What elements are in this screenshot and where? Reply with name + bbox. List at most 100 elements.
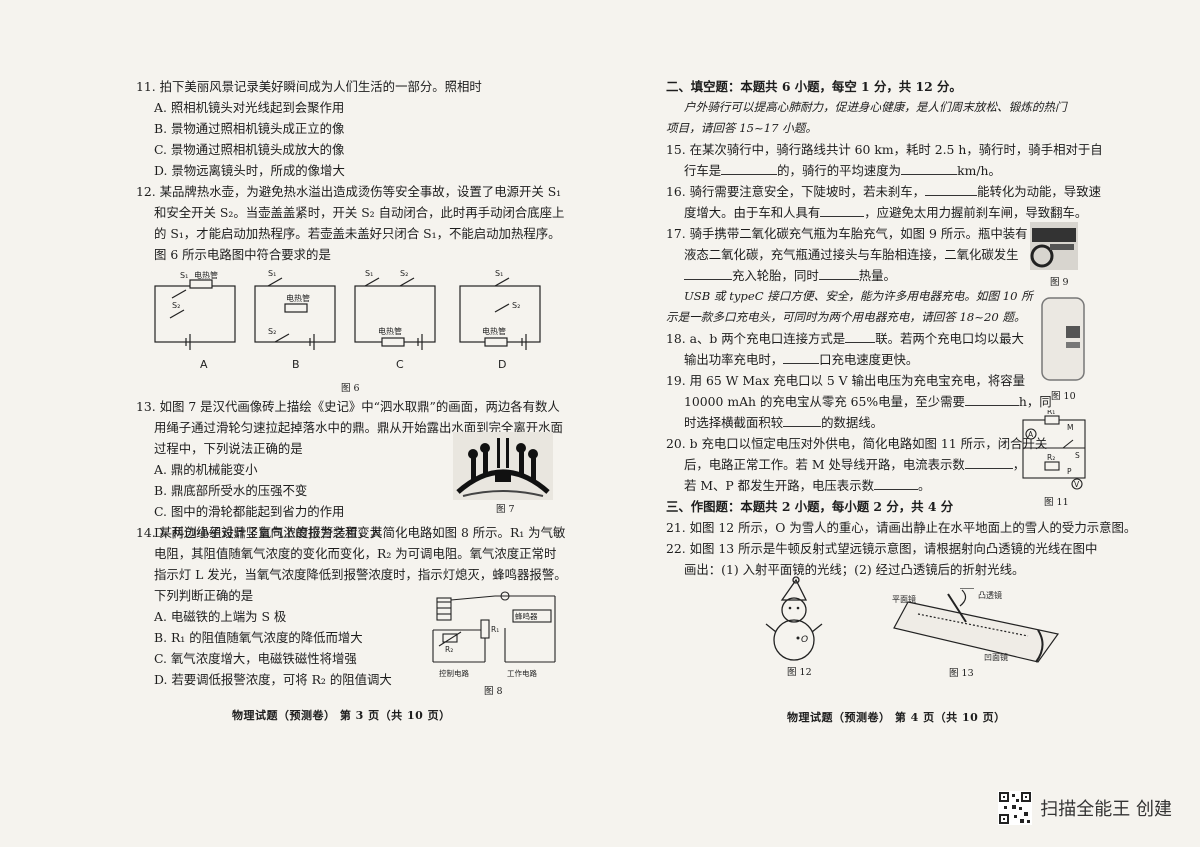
fig8-buzzer: 蜂鸣器	[515, 611, 538, 621]
q20-blank-2[interactable]	[873, 489, 918, 490]
figure-7-image	[453, 432, 553, 500]
q14-line-3: 指示灯 L 发光，当氧气浓度降低到报警浓度时，指示灯熄灭，蜂鸣器报警。	[154, 567, 567, 582]
q19-blank-2[interactable]	[783, 426, 822, 427]
q16-text-d: ，应避免太用力握前刹车闸，导致翻车。	[864, 205, 1088, 220]
q13-option-b: B. 鼎底部所受水的压强不变	[154, 483, 308, 498]
fig6-c-s1: S₁	[365, 269, 373, 278]
q14-line-4: 下列判断正确的是	[154, 588, 254, 603]
q15-text-b: 的，骑行的平均速度为	[777, 163, 902, 178]
fig11-v: V	[1074, 480, 1080, 489]
figure-12-snowman: O	[765, 576, 823, 661]
fig6-b-s2: S₂	[268, 327, 276, 336]
fig13-convex-lens: 凸透镜	[978, 590, 1002, 600]
fig6-choice-a: A	[200, 358, 208, 371]
q22-line-1: 22. 如图 13 所示是牛顿反射式望远镜示意图，请根据射向凸透镜的光线在图中	[666, 541, 1098, 556]
intro-2-line-1: USB 或 typeC 接口方便、安全，能为许多用电器充电。如图 10 所	[684, 289, 1033, 303]
fig11-a: A	[1028, 430, 1034, 439]
q17-line-1: 17. 骑手携带二氧化碳充气瓶为车胎充气，如图 9 所示。瓶中装有	[666, 226, 1028, 241]
fig13-plane-mirror: 平面镜	[892, 594, 916, 604]
fig6-choice-b: B	[292, 358, 300, 371]
q19-text-a: 10000 mAh 的充电宝从零充 65%电量，至少需要	[684, 394, 965, 409]
fig11-r2: R₂	[1047, 453, 1055, 462]
q19-text-d: 的数据线。	[821, 415, 884, 430]
q16-text-b: 能转化为动能，导致速	[977, 184, 1101, 199]
q15-line-1: 15. 在某次骑行中，骑行路线共计 60 km，耗时 2.5 h，骑行时，骑手相…	[666, 142, 1103, 157]
q18-text-b: 联。若两个充电口均以最大	[875, 331, 1024, 346]
fig8-control-circuit: 控制电路	[439, 668, 469, 678]
fig12-center-o: O	[801, 635, 808, 645]
q18-blank-2[interactable]	[783, 363, 820, 364]
figure-8-circuit: 蜂鸣器 R₁ R₂ 控制电路 工作电路	[432, 591, 556, 678]
fig6-caption: 图 6	[341, 383, 360, 394]
q15-text-a: 行车是	[684, 163, 722, 178]
q14-line-1: 14. 某科创小组设计了氧气浓度报警装置，其简化电路如图 8 所示。R₁ 为气敏	[136, 525, 566, 540]
fig6-c-heater: 电热管	[378, 326, 402, 336]
figure-13-telescope: 平面镜 凸透镜 凹面镜	[892, 588, 1060, 663]
q20-text-d: 。	[917, 478, 931, 493]
q20-line-2: 后，电路正常工作。若 M 处导线开路，电流表示数，	[666, 454, 1176, 475]
q16-blank-1[interactable]	[925, 195, 978, 196]
fig8-caption: 图 8	[484, 686, 503, 697]
q14-option-d: D. 若要调低报警浓度，可将 R₂ 的阻值调大	[154, 672, 392, 687]
q15-blank-1[interactable]	[721, 174, 778, 175]
fig13-caption: 图 13	[949, 668, 974, 679]
section-3-heading: 三、作图题：本题共 2 小题，每小题 2 分，共 4 分	[666, 499, 954, 514]
fig6-d-s2: S₂	[512, 301, 520, 310]
left-page: 11. 拍下美丽风景记录美好瞬间成为人们生活的一部分。照相时 A. 照相机镜头对…	[136, 79, 565, 262]
q16-text-c: 度增大。由于车和人具有	[684, 205, 821, 220]
fig6-d-s1: S₁	[495, 269, 503, 278]
q19-blank-1[interactable]	[964, 405, 1019, 406]
fig11-caption: 图 11	[1044, 497, 1069, 508]
q14-option-a: A. 电磁铁的上端为 S 极	[154, 609, 287, 624]
fig6-choice-d: D	[498, 358, 506, 371]
q18-text-a: 18. a、b 两个充电口连接方式是	[666, 331, 846, 346]
fig9-caption: 图 9	[1050, 277, 1069, 288]
q12-line-1: 12. 某品牌热水壶，为避免热水溢出造成烫伤等安全事故，设置了电源开关 S₁	[136, 184, 562, 199]
watermark-text: 扫描全能王 创建	[1040, 799, 1172, 820]
q13-option-a: A. 鼎的机械能变小	[154, 462, 258, 477]
fig11-s: S	[1075, 451, 1080, 460]
fig11-p: P	[1067, 467, 1072, 476]
q15-text-c: km/h。	[957, 163, 1001, 178]
fig8-r2: R₂	[445, 645, 453, 654]
q16-line-1: 16. 骑行需要注意安全，下陡坡时，若未刹车， 能转化为动能，导致速	[666, 181, 1176, 202]
intro-2-line-2: 示是一款多口充电头，可同时为两个用电器充电，请回答 18~20 题。	[666, 310, 1026, 324]
q17-blank-2[interactable]	[818, 279, 859, 280]
fig6-choice-c: C	[396, 358, 404, 371]
q13-line-1: 13. 如图 7 是汉代画像砖上描绘《史记》中“泗水取鼎”的画面，两边各有数人	[136, 399, 560, 414]
q11-option-d: D. 景物远离镜头时，所成的像增大	[154, 163, 345, 178]
fig7-caption: 图 7	[496, 504, 515, 515]
figure-9-image	[1030, 222, 1078, 270]
fig12-caption: 图 12	[787, 667, 812, 678]
q19-text-c: 时选择横截面积较	[684, 415, 784, 430]
q17-line-3: 充入轮胎，同时热量。	[666, 265, 1176, 286]
fig10-caption: 图 10	[1051, 391, 1076, 402]
q17-blank-1[interactable]	[684, 279, 732, 280]
q20-blank-1[interactable]	[964, 468, 1013, 469]
fig13-concave-mirror: 凹面镜	[984, 652, 1008, 662]
qr-code-icon	[998, 791, 1033, 825]
fig6-c-s2: S₂	[400, 269, 408, 278]
q22-line-2: 画出：(1) 入射平面镜的光线；(2) 经过凸透镜后的折射光线。	[684, 562, 1025, 577]
figure-10-charger	[1041, 297, 1085, 381]
q15-blank-2[interactable]	[901, 174, 958, 175]
q21-line: 21. 如图 12 所示，O 为雪人的重心，请画出静止在水平地面上的雪人的受力示…	[666, 520, 1137, 535]
intro-1-line-2: 项目，请回答 15~17 小题。	[666, 121, 817, 135]
q17-text-a: 充入轮胎，同时	[732, 268, 819, 283]
q16-text-a: 16. 骑行需要注意安全，下陡坡时，若未刹车，	[666, 184, 926, 199]
left-footer: 物理试题（预测卷） 第 3 页（共 10 页）	[232, 709, 451, 722]
q13-option-c: C. 图中的滑轮都能起到省力的作用	[154, 504, 345, 519]
fig11-m: M	[1067, 423, 1073, 432]
q20-text-b: ，	[1012, 457, 1026, 472]
q18-blank-1[interactable]	[845, 342, 876, 343]
q12-line-2: 和安全开关 S₂。当壶盖盖紧时，开关 S₂ 自动闭合，此时再手动闭合底座上	[154, 205, 565, 220]
q18-line-2: 输出功率充电时，口充电速度更快。	[666, 349, 1176, 370]
q13-block: 13. 如图 7 是汉代画像砖上描绘《史记》中“泗水取鼎”的画面，两边各有数人 …	[136, 396, 586, 543]
q16-blank-2[interactable]	[820, 216, 865, 217]
fig6-a-s2: S₂	[172, 301, 180, 310]
q13-option-d: D. 两边绳子对鼎竖直向上的拉力之和变大	[154, 525, 383, 540]
q14-option-c: C. 氧气浓度增大，电磁铁磁性将增强	[154, 651, 357, 666]
q14-line-2: 电阻，其阻值随氧气浓度的变化而变化，R₂ 为可调电阻。氧气浓度正常时	[154, 546, 557, 561]
q12-line-4: 图 6 所示电路图中符合要求的是	[154, 247, 331, 262]
